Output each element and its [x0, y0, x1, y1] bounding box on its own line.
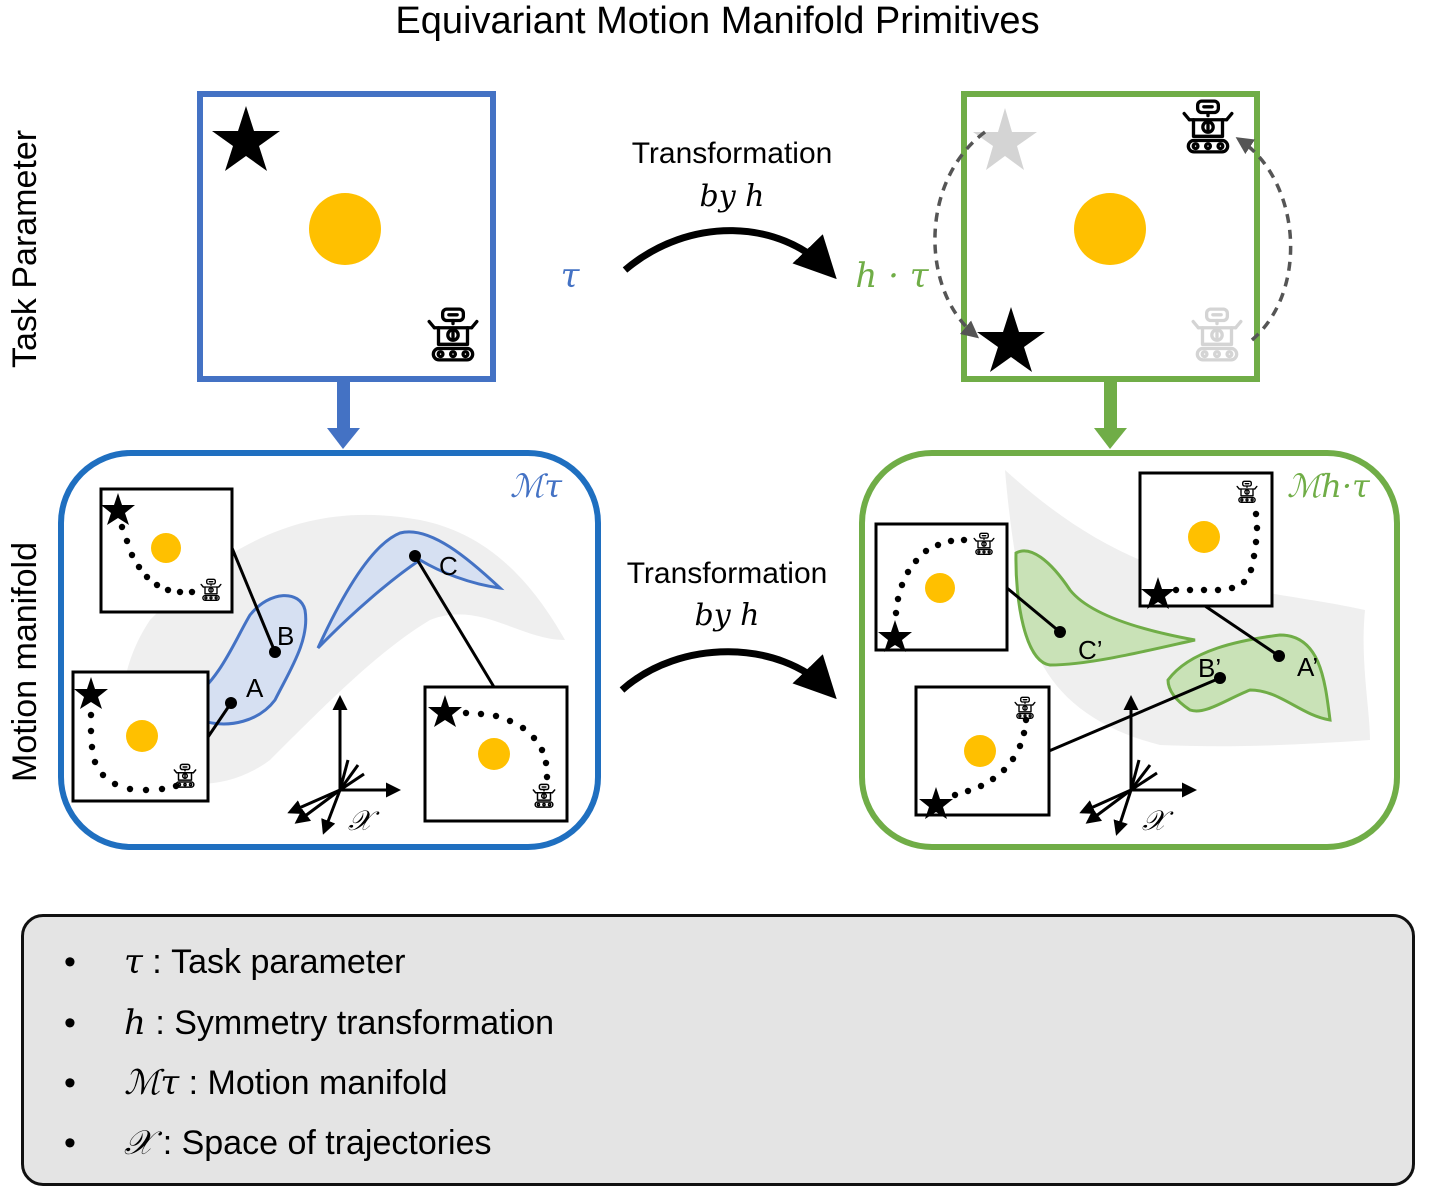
point-a-prime — [1273, 650, 1285, 662]
legend-box: •τ : Task parameter •h : Symmetry transf… — [21, 914, 1415, 1186]
star-icon — [878, 620, 912, 652]
point-label-c: C — [439, 551, 458, 581]
legend-text: : Space of trajectories — [153, 1124, 492, 1162]
legend-symbol: h — [124, 1003, 146, 1043]
blue-region-c — [316, 530, 505, 650]
trajectory-dots — [118, 523, 196, 596]
star-icon — [101, 493, 135, 525]
obstacle-circle — [478, 738, 510, 770]
trajectory-dots — [87, 711, 180, 794]
legend-symbol: 𝒳 — [124, 1123, 154, 1163]
obstacle-circle — [126, 720, 158, 752]
point-label-a: A — [246, 673, 264, 703]
manifold-h-tau-label: ℳh·τ — [1287, 467, 1371, 505]
legend-item-tau: •τ : Task parameter — [64, 942, 406, 982]
legend-text: : Symmetry transformation — [145, 1004, 555, 1042]
trajectory-dots — [462, 709, 551, 781]
legend-item-manifold: •ℳτ : Motion manifold — [64, 1063, 448, 1103]
point-label-c-prime: C’ — [1078, 635, 1103, 665]
obstacle-circle — [1074, 193, 1146, 265]
point-b — [269, 646, 281, 658]
manifold-frame-tau — [58, 450, 601, 850]
legend-symbol: ℳτ — [124, 1063, 180, 1103]
transformation-arrow-top — [622, 227, 837, 280]
diagram-title: Equivariant Motion Manifold Primitives — [395, 0, 1040, 42]
obstacle-circle — [964, 735, 996, 767]
legend-item-h: •h : Symmetry transformation — [64, 1003, 555, 1043]
star-icon — [428, 695, 462, 727]
star-icon — [919, 787, 953, 819]
task-parameter-box-tau — [197, 91, 496, 382]
transformation-label-bottom-line1: Transformation — [627, 557, 828, 590]
legend-text: : Task parameter — [142, 943, 406, 981]
trajectory-dots — [1172, 510, 1261, 594]
transformation-label-top-line1: Transformation — [632, 137, 833, 170]
point-c-prime — [1054, 626, 1066, 638]
trajectory-dots — [892, 536, 968, 617]
down-arrow-left — [327, 382, 360, 449]
legend-item-space: •𝒳 : Space of trajectories — [64, 1123, 492, 1163]
down-arrow-right — [1094, 382, 1127, 449]
obstacle-circle — [309, 193, 381, 265]
point-b-prime — [1214, 672, 1226, 684]
star-icon — [74, 677, 108, 709]
h-tau-label: h · τ — [855, 256, 929, 296]
dashed-arc-right — [1235, 137, 1293, 342]
legend-symbol: τ — [124, 942, 143, 982]
star-icon — [1141, 577, 1175, 609]
ghost-star-icon — [973, 108, 1037, 170]
green-region-ab — [1166, 633, 1332, 722]
point-label-a-prime: A’ — [1297, 652, 1318, 682]
axes-icon — [1079, 695, 1197, 836]
transformation-arrow-bottom — [619, 648, 837, 700]
legend-text: : Motion manifold — [179, 1064, 448, 1102]
star-icon — [977, 307, 1045, 372]
axes-icon — [287, 695, 401, 835]
trajectory-dots — [951, 716, 1030, 799]
manifold-tau-label: ℳτ — [510, 467, 563, 505]
obstacle-circle — [1188, 521, 1220, 553]
tau-label: τ — [561, 256, 581, 296]
transformation-label-top-line2: by h — [699, 179, 764, 214]
transformation-label-bottom-line2: by h — [694, 598, 759, 633]
point-label-b: B — [277, 621, 294, 651]
manifold-frame-h-tau — [859, 450, 1400, 850]
dashed-arc-left — [933, 130, 987, 339]
obstacle-circle — [151, 533, 181, 563]
point-a — [225, 697, 237, 709]
task-parameter-box-h-tau — [933, 91, 1293, 382]
obstacle-circle — [925, 573, 955, 603]
star-icon — [212, 106, 280, 171]
point-c — [409, 550, 421, 562]
point-label-b-prime: B’ — [1198, 653, 1221, 683]
